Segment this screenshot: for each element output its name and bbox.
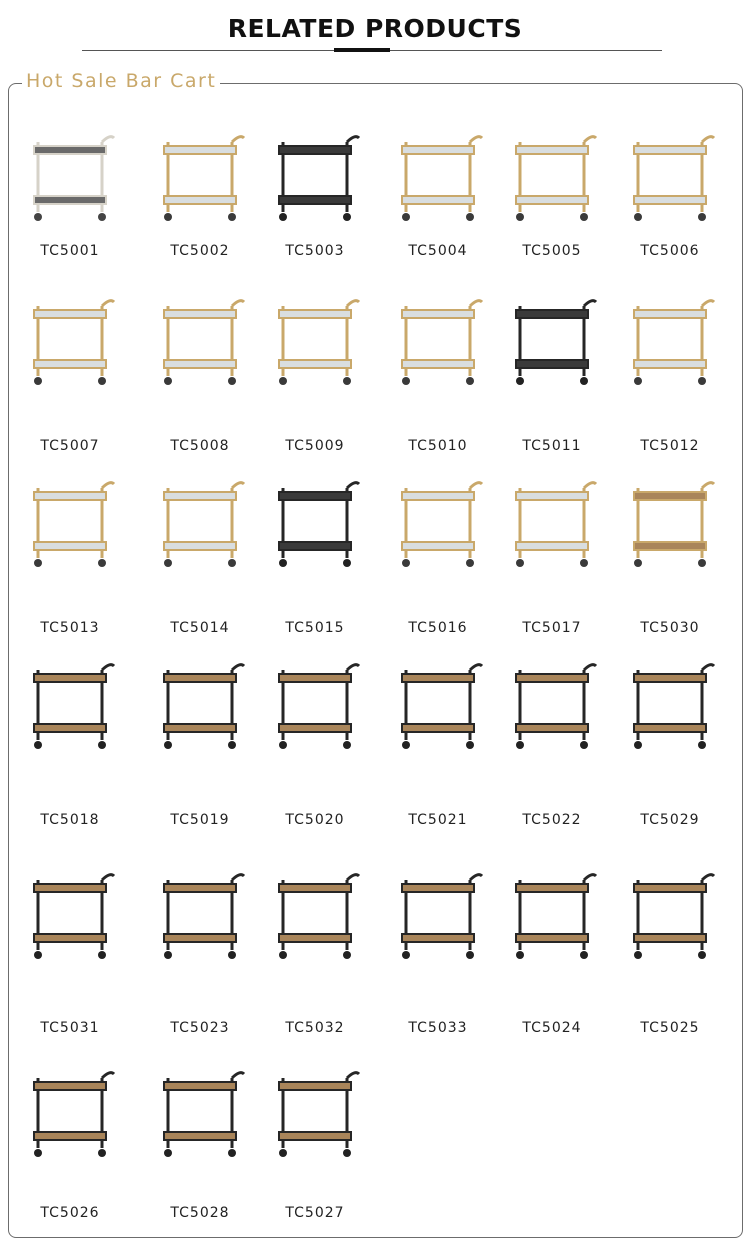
product-code: TC5014 bbox=[170, 620, 230, 636]
product-code: TC5025 bbox=[640, 1020, 700, 1036]
product-code: TC5010 bbox=[408, 438, 468, 454]
bar-cart-image[interactable] bbox=[620, 124, 720, 224]
product-code: TC5028 bbox=[170, 1205, 230, 1221]
bar-cart-image[interactable] bbox=[20, 470, 120, 570]
bar-cart-image[interactable] bbox=[150, 652, 250, 752]
bar-cart-image[interactable] bbox=[20, 1060, 120, 1160]
bar-cart-image[interactable] bbox=[265, 288, 365, 388]
bar-cart-image[interactable] bbox=[265, 652, 365, 752]
bar-cart-image[interactable] bbox=[20, 652, 120, 752]
bar-cart-image[interactable] bbox=[502, 862, 602, 962]
product-code: TC5018 bbox=[40, 812, 100, 828]
product-code: TC5024 bbox=[522, 1020, 582, 1036]
product-code: TC5016 bbox=[408, 620, 468, 636]
product-code: TC5019 bbox=[170, 812, 230, 828]
product-code: TC5003 bbox=[285, 243, 345, 259]
bar-cart-image[interactable] bbox=[20, 862, 120, 962]
product-code: TC5015 bbox=[285, 620, 345, 636]
product-code: TC5009 bbox=[285, 438, 345, 454]
product-code: TC5020 bbox=[285, 812, 345, 828]
product-code: TC5021 bbox=[408, 812, 468, 828]
bar-cart-image[interactable] bbox=[150, 470, 250, 570]
page-heading: RELATED PRODUCTS bbox=[227, 14, 523, 43]
product-code: TC5002 bbox=[170, 243, 230, 259]
bar-cart-image[interactable] bbox=[620, 288, 720, 388]
bar-cart-image[interactable] bbox=[20, 288, 120, 388]
product-code: TC5029 bbox=[640, 812, 700, 828]
bar-cart-image[interactable] bbox=[150, 288, 250, 388]
product-code: TC5031 bbox=[40, 1020, 100, 1036]
product-code: TC5030 bbox=[640, 620, 700, 636]
product-code: TC5017 bbox=[522, 620, 582, 636]
product-code: TC5008 bbox=[170, 438, 230, 454]
product-code: TC5026 bbox=[40, 1205, 100, 1221]
product-code: TC5005 bbox=[522, 243, 582, 259]
bar-cart-image[interactable] bbox=[388, 124, 488, 224]
product-code: TC5033 bbox=[408, 1020, 468, 1036]
bar-cart-image[interactable] bbox=[620, 862, 720, 962]
bar-cart-image[interactable] bbox=[388, 652, 488, 752]
bar-cart-image[interactable] bbox=[265, 1060, 365, 1160]
bar-cart-image[interactable] bbox=[620, 470, 720, 570]
bar-cart-image[interactable] bbox=[502, 288, 602, 388]
product-code: TC5012 bbox=[640, 438, 700, 454]
product-code: TC5006 bbox=[640, 243, 700, 259]
product-frame bbox=[8, 83, 743, 1238]
bar-cart-image[interactable] bbox=[265, 124, 365, 224]
bar-cart-image[interactable] bbox=[265, 470, 365, 570]
product-code: TC5013 bbox=[40, 620, 100, 636]
bar-cart-image[interactable] bbox=[150, 1060, 250, 1160]
bar-cart-image[interactable] bbox=[20, 124, 120, 224]
bar-cart-image[interactable] bbox=[150, 862, 250, 962]
bar-cart-image[interactable] bbox=[620, 652, 720, 752]
bar-cart-image[interactable] bbox=[388, 862, 488, 962]
product-code: TC5011 bbox=[522, 438, 582, 454]
product-code: TC5022 bbox=[522, 812, 582, 828]
product-code: TC5027 bbox=[285, 1205, 345, 1221]
product-code: TC5001 bbox=[40, 243, 100, 259]
bar-cart-image[interactable] bbox=[502, 470, 602, 570]
bar-cart-image[interactable] bbox=[265, 862, 365, 962]
bar-cart-image[interactable] bbox=[502, 652, 602, 752]
product-code: TC5032 bbox=[285, 1020, 345, 1036]
product-code: TC5004 bbox=[408, 243, 468, 259]
bar-cart-image[interactable] bbox=[502, 124, 602, 224]
bar-cart-image[interactable] bbox=[388, 470, 488, 570]
bar-cart-image[interactable] bbox=[150, 124, 250, 224]
product-code: TC5007 bbox=[40, 438, 100, 454]
heading-divider-accent bbox=[334, 48, 390, 52]
section-title: Hot Sale Bar Cart bbox=[22, 70, 221, 92]
product-code: TC5023 bbox=[170, 1020, 230, 1036]
bar-cart-image[interactable] bbox=[388, 288, 488, 388]
